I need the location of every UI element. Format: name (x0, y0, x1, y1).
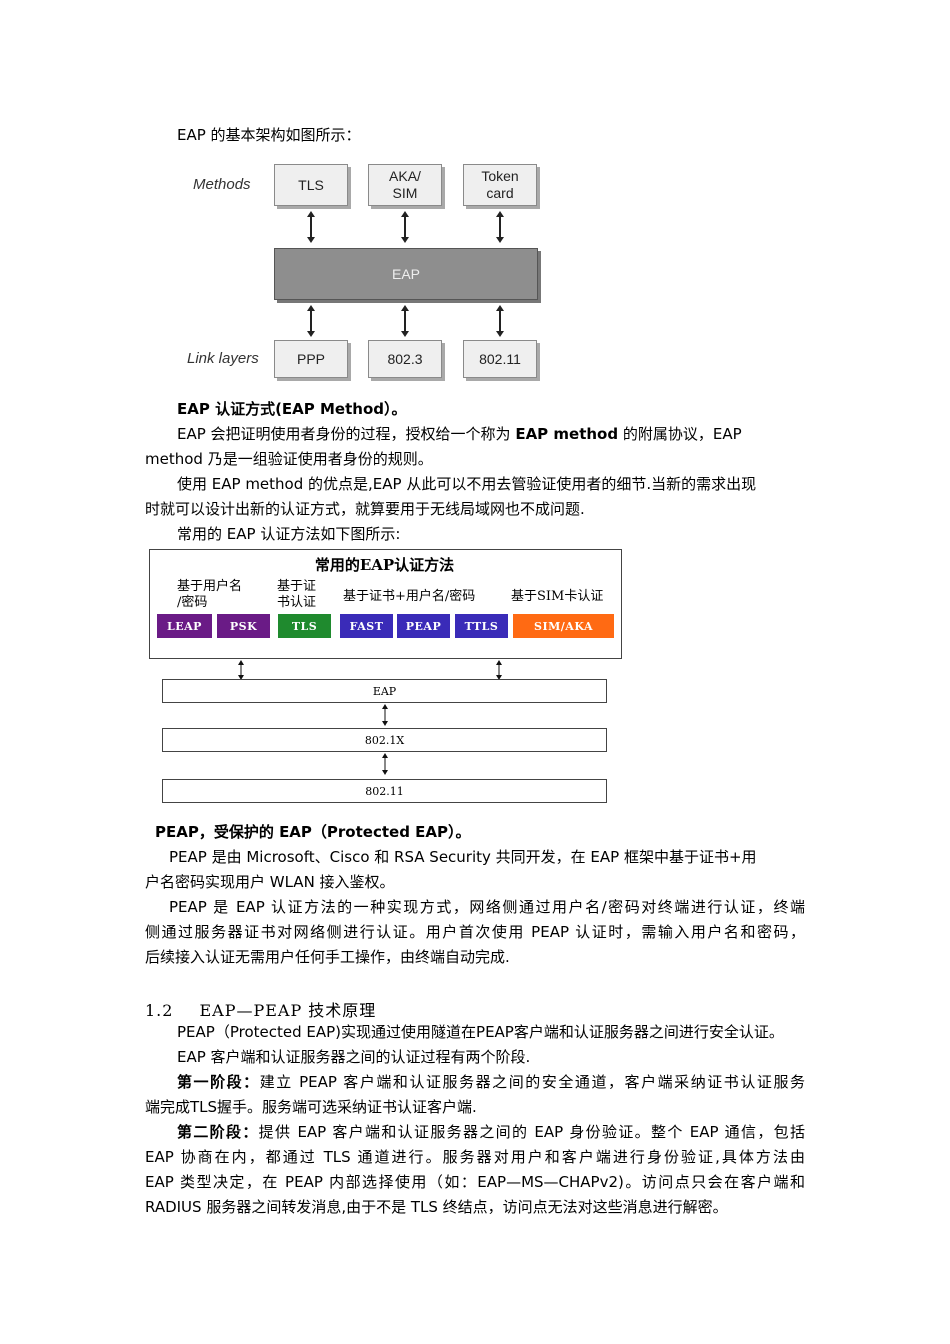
group-label-cert-plus-password: 基于证书+用户名/密码 (343, 589, 476, 604)
layer-8021x: 802.1X (162, 728, 607, 752)
link-layers-label: Link layers (187, 350, 259, 367)
eap-architecture-diagram: Methods Link layers TLS AKA/ SIM Token c… (176, 158, 546, 390)
section-number: 1.2 (145, 1001, 174, 1020)
double-arrow-icon (382, 704, 388, 726)
link-box-ppp: PPP (274, 340, 348, 378)
double-arrow-icon (307, 305, 315, 337)
text-run-bold: EAP method (515, 425, 619, 443)
peap-p2-line2: 侧通过服务器证书对网络侧进行认证。用户首次使用 PEAP 认证时，需输入用户名和… (145, 923, 805, 941)
eap-method-p1-line2: method 乃是一组验证使用者身份的规则。 (145, 450, 433, 468)
chip-tls: TLS (278, 614, 331, 638)
method-box-tls: TLS (274, 164, 348, 206)
peap-p2-line3: 后续接入认证无需用户任何手工操作，由终端自动完成. (145, 948, 510, 966)
common-eap-methods-diagram: 常用的EAP认证方法 基于用户名 /密码 基于证 书认证 基于证书+用户名/密码… (149, 549, 624, 809)
sec12-phase2-line1: 第二阶段：提供 EAP 客户端和认证服务器之间的 EAP 身份验证。整个 EAP… (177, 1120, 805, 1145)
link-label: 802.3 (387, 350, 423, 367)
diagram-title: 常用的EAP认证方法 (314, 556, 455, 574)
phase2-label: 第二阶段： (177, 1123, 259, 1141)
method-label: TLS (298, 176, 324, 193)
section-heading-1-2: 1.2 EAP—PEAP 技术原理 (145, 997, 376, 1021)
peap-heading: PEAP，受保护的 EAP（Protected EAP）。 (155, 823, 471, 841)
sec12-p2: EAP 客户端和认证服务器之间的认证过程有两个阶段. (177, 1048, 531, 1066)
method-box-token-card: Token card (463, 164, 537, 206)
layer-80211: 802.11 (162, 779, 607, 803)
text-run: 的附属协议，EAP (618, 425, 742, 443)
double-arrow-icon (401, 211, 409, 243)
methods-label: Methods (193, 176, 251, 193)
double-arrow-icon (307, 211, 315, 243)
intro-text: EAP 的基本架构如图所示： (177, 126, 361, 144)
sec12-p1: PEAP（Protected EAP)实现通过使用隧道在PEAP客户端和认证服务… (177, 1023, 784, 1041)
group-label-username-password: 基于用户名 /密码 (177, 579, 243, 610)
double-arrow-icon (382, 753, 388, 775)
double-arrow-icon (496, 211, 504, 243)
chip-psk: PSK (217, 614, 270, 638)
group-label-sim: 基于SIM卡认证 (511, 589, 604, 604)
double-arrow-icon (238, 660, 244, 680)
peap-p1-line2: 户名密码实现用户 WLAN 接入鉴权。 (145, 873, 395, 891)
section-title: EAP—PEAP 技术原理 (199, 1001, 377, 1020)
text-run: EAP 会把证明使用者身份的过程，授权给一个称为 (177, 425, 516, 443)
link-label: 802.11 (479, 350, 521, 367)
peap-p1-line1: PEAP 是由 Microsoft、Cisco 和 RSA Security 共… (169, 848, 757, 866)
chip-peap: PEAP (397, 614, 450, 638)
text-run: 提供 EAP 客户端和认证服务器之间的 EAP 身份验证。整个 EAP 通信，包… (258, 1123, 805, 1141)
sec12-phase2-line4: RADIUS 服务器之间转发消息,由于不是 TLS 终结点，访问点无法对这些消息… (145, 1198, 728, 1216)
method-box-aka-sim: AKA/ SIM (368, 164, 442, 206)
link-label: PPP (296, 350, 325, 367)
phase1-label: 第一阶段： (177, 1073, 260, 1091)
chip-leap: LEAP (157, 614, 212, 638)
link-box-80211: 802.11 (463, 340, 537, 378)
group-label-certificate: 基于证 书认证 (277, 579, 317, 610)
sec12-phase2-line2: EAP 协商在内，都通过 TLS 通道进行。服务器对用户和客户端进行身份验证,具… (145, 1148, 805, 1166)
eap-method-p3: 常用的 EAP 认证方法如下图所示: (177, 525, 401, 543)
sec12-phase1-line1: 第一阶段：建立 PEAP 客户端和认证服务器之间的安全通道，客户端采纳证书认证服… (177, 1070, 805, 1095)
link-box-8023: 802.3 (368, 340, 442, 378)
chip-sim-aka: SIM/AKA (513, 614, 614, 638)
sec12-phase2-line3: EAP 类型决定，在 PEAP 内部选择使用（如：EAP—MS—CHAPv2)。… (145, 1173, 805, 1191)
double-arrow-icon (401, 305, 409, 337)
eap-method-p2-line2: 时就可以设计出新的认证方式，就算要用于无线局域网也不成问题. (145, 500, 585, 518)
sec12-phase1-line2: 端完成TLS握手。服务端可选采纳证书认证客户端. (145, 1098, 477, 1116)
layer-eap: EAP (162, 679, 607, 703)
peap-p2-line1: PEAP 是 EAP 认证方法的一种实现方式，网络侧通过用户名/密码对终端进行认… (169, 898, 805, 916)
eap-method-p2-line1: 使用 EAP method 的优点是,EAP 从此可以不用去管验证使用者的细节.… (177, 475, 757, 493)
eap-method-p1-line1: EAP 会把证明使用者身份的过程，授权给一个称为 EAP method 的附属协… (177, 422, 742, 447)
method-label: Token card (481, 168, 519, 201)
double-arrow-icon (496, 660, 502, 680)
eap-layer-bar: EAP (274, 248, 538, 300)
double-arrow-icon (496, 305, 504, 337)
chip-fast: FAST (340, 614, 393, 638)
text-run: 建立 PEAP 客户端和认证服务器之间的安全通道，客户端采纳证书认证服务 (259, 1073, 805, 1091)
eap-method-heading: EAP 认证方式(EAP Method）。 (177, 400, 407, 418)
eap-label: EAP (391, 266, 420, 282)
chip-ttls: TTLS (455, 614, 508, 638)
method-label: AKA/ SIM (389, 168, 421, 201)
methods-frame (149, 549, 622, 659)
